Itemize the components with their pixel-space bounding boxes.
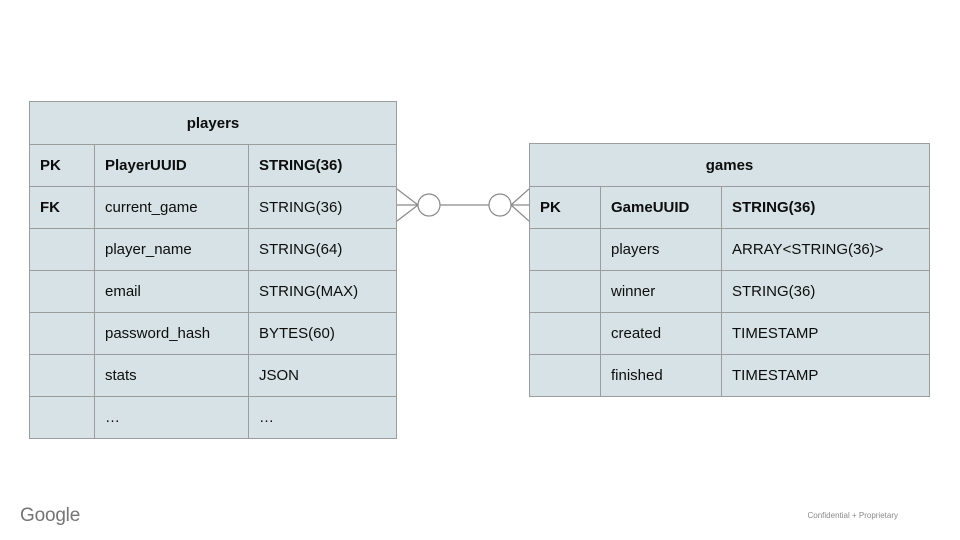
type-cell: ARRAY<STRING(36)>	[721, 229, 929, 270]
confidential-label: Confidential + Proprietary	[807, 511, 899, 520]
type-cell: …	[248, 397, 396, 438]
key-cell	[30, 229, 94, 270]
key-cell	[530, 313, 600, 354]
field-cell: email	[94, 271, 248, 312]
type-cell: STRING(36)	[721, 271, 929, 312]
key-cell	[530, 229, 600, 270]
field-cell: stats	[94, 355, 248, 396]
field-cell: current_game	[94, 187, 248, 228]
google-logo: Google	[20, 505, 81, 526]
table-row: ……	[30, 396, 396, 438]
key-cell: PK	[540, 199, 561, 216]
key-cell	[30, 271, 94, 312]
players-table-title: players	[186, 114, 240, 132]
type-cell: STRING(36)	[248, 145, 396, 186]
games-table-title: games	[705, 156, 754, 174]
field-cell: PlayerUUID	[94, 145, 248, 186]
key-cell	[30, 313, 94, 354]
type-cell: BYTES(60)	[248, 313, 396, 354]
key-cell	[530, 355, 600, 396]
key-cell	[30, 355, 94, 396]
field-cell: created	[600, 313, 721, 354]
type-cell: STRING(36)	[721, 187, 929, 228]
type-cell: STRING(MAX)	[248, 271, 396, 312]
field-cell: players	[600, 229, 721, 270]
crow-foot-right-icon	[510, 188, 529, 222]
zero-circle-right-icon	[488, 193, 512, 217]
crow-foot-left-icon	[397, 188, 419, 222]
field-cell: player_name	[94, 229, 248, 270]
type-cell: STRING(64)	[248, 229, 396, 270]
field-cell: finished	[600, 355, 721, 396]
field-cell: …	[94, 397, 248, 438]
field-cell: winner	[600, 271, 721, 312]
key-cell: FK	[40, 199, 60, 216]
type-cell: TIMESTAMP	[721, 313, 929, 354]
type-cell: TIMESTAMP	[721, 355, 929, 396]
type-cell: JSON	[248, 355, 396, 396]
zero-or-many-relationship-connector	[397, 188, 529, 222]
type-cell: STRING(36)	[248, 187, 396, 228]
key-cell	[530, 271, 600, 312]
zero-circle-left-icon	[417, 193, 441, 217]
key-cell	[30, 397, 94, 438]
field-cell: password_hash	[94, 313, 248, 354]
field-cell: GameUUID	[600, 187, 721, 228]
key-cell: PK	[40, 157, 61, 174]
